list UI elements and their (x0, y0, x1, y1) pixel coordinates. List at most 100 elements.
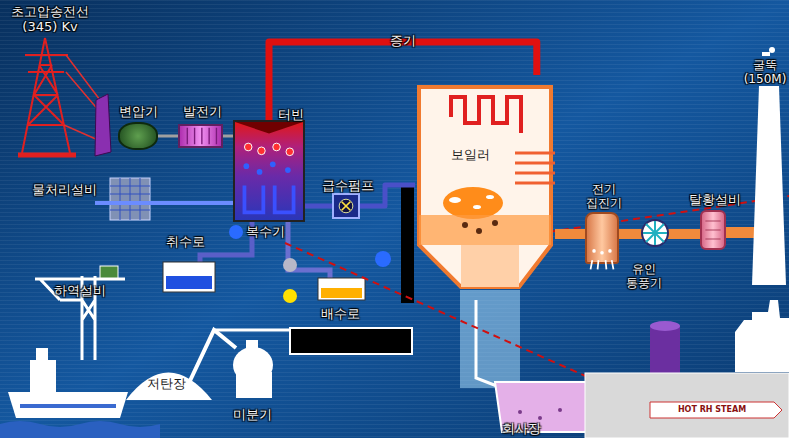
circle-shape (492, 220, 498, 226)
edge-label: 증기 (378, 33, 428, 48)
node-label: 변압기 (108, 104, 168, 119)
part-label: 굴뚝 (150M) (740, 58, 789, 86)
boiler-shape: 보일러 (415, 75, 555, 290)
circle-shape (286, 148, 294, 156)
building-silhouette (735, 300, 789, 372)
part-label: 회사장 (494, 421, 548, 436)
desulfurization-box: 탈황설비 (700, 210, 726, 250)
node-label: 급수펌프 (320, 178, 376, 193)
part-label: 배수로 (313, 306, 367, 321)
circle-shape (642, 220, 668, 246)
ash-pipe (476, 300, 502, 388)
insulator (95, 94, 111, 156)
path-shape (110, 178, 150, 220)
rect-shape (318, 278, 365, 300)
path-shape (419, 87, 551, 287)
circle-shape (273, 143, 281, 151)
ship (8, 348, 128, 418)
rect-shape (762, 52, 770, 56)
precipitator-box: 전기 집진기 (585, 212, 619, 264)
path-shape (64, 55, 100, 140)
rect-shape (321, 288, 362, 298)
path-shape (461, 245, 519, 287)
circle-shape (558, 408, 562, 412)
feed-pump-box-art (334, 195, 358, 217)
structure-frame (401, 185, 414, 303)
turbine-box-art (235, 122, 303, 220)
inset-panel (585, 373, 789, 438)
rect-shape (246, 340, 258, 352)
path-shape (643, 221, 667, 245)
circle-shape (476, 228, 482, 234)
circle-shape (538, 416, 542, 420)
circle-shape (244, 163, 250, 169)
ellipse-shape (443, 187, 503, 219)
condensate-pipe (305, 204, 332, 209)
rect-shape (30, 360, 56, 392)
part-label: 저탄장 (140, 376, 192, 391)
part-label: 물처리설비 (22, 182, 106, 197)
rect-shape (236, 372, 272, 398)
transmission-tower (18, 38, 76, 155)
path-shape (515, 153, 555, 183)
flue-duct (619, 229, 700, 239)
part-label: 초고압송전선 (345) Kv (0, 4, 100, 34)
marker-dot (375, 251, 391, 267)
rect-shape (20, 404, 116, 408)
circle-shape (244, 143, 252, 151)
ellipse-shape (449, 197, 461, 203)
path-shape (244, 185, 293, 212)
rect-shape (163, 262, 215, 292)
node-label: 발전기 (174, 104, 230, 119)
polygon-shape (235, 122, 303, 134)
precipitator-box-art (587, 214, 617, 262)
water-pipe (95, 201, 236, 205)
path-shape (22, 38, 70, 153)
path-shape (342, 202, 351, 210)
discharge-tank (318, 278, 365, 300)
node-label: 보일러 (440, 147, 500, 162)
line-shape (18, 153, 76, 158)
polygon-shape (650, 402, 782, 418)
shaft-line (223, 135, 233, 138)
rect-shape (419, 215, 551, 245)
ellipse-shape (233, 347, 273, 383)
circle-shape (518, 410, 522, 414)
intake-tank (163, 262, 215, 292)
water-treatment (110, 178, 150, 220)
purple-tank (650, 321, 680, 376)
node-label: 탈황설비 (685, 192, 745, 207)
discharge-pipe (288, 222, 330, 282)
circle-shape (258, 147, 266, 155)
circle-shape (339, 199, 353, 213)
generator-box-art (180, 126, 221, 146)
circle-shape (257, 169, 263, 175)
path-shape (591, 260, 614, 269)
turbine-box: 터빈 (233, 120, 305, 222)
coal-line (215, 329, 290, 332)
path-shape (187, 128, 216, 145)
power-wires (64, 55, 100, 140)
circle-shape (769, 47, 775, 53)
flue-duct (725, 227, 759, 238)
marker-dot (229, 225, 243, 239)
circle-shape (592, 249, 596, 253)
rect-shape (110, 178, 150, 220)
part-label: 하역설비 (48, 283, 112, 298)
flue-duct (555, 229, 585, 239)
coal-pile (126, 373, 212, 401)
part-label: HOT RH STEAM (650, 405, 774, 415)
pulverizer (233, 340, 273, 398)
part-label: 미분기 (226, 407, 278, 422)
path-shape (8, 392, 128, 418)
circle-shape (285, 167, 291, 173)
path-shape (705, 221, 720, 239)
part-label: 유인 통풍기 (622, 262, 666, 290)
desulfurization-box-art (702, 212, 724, 248)
